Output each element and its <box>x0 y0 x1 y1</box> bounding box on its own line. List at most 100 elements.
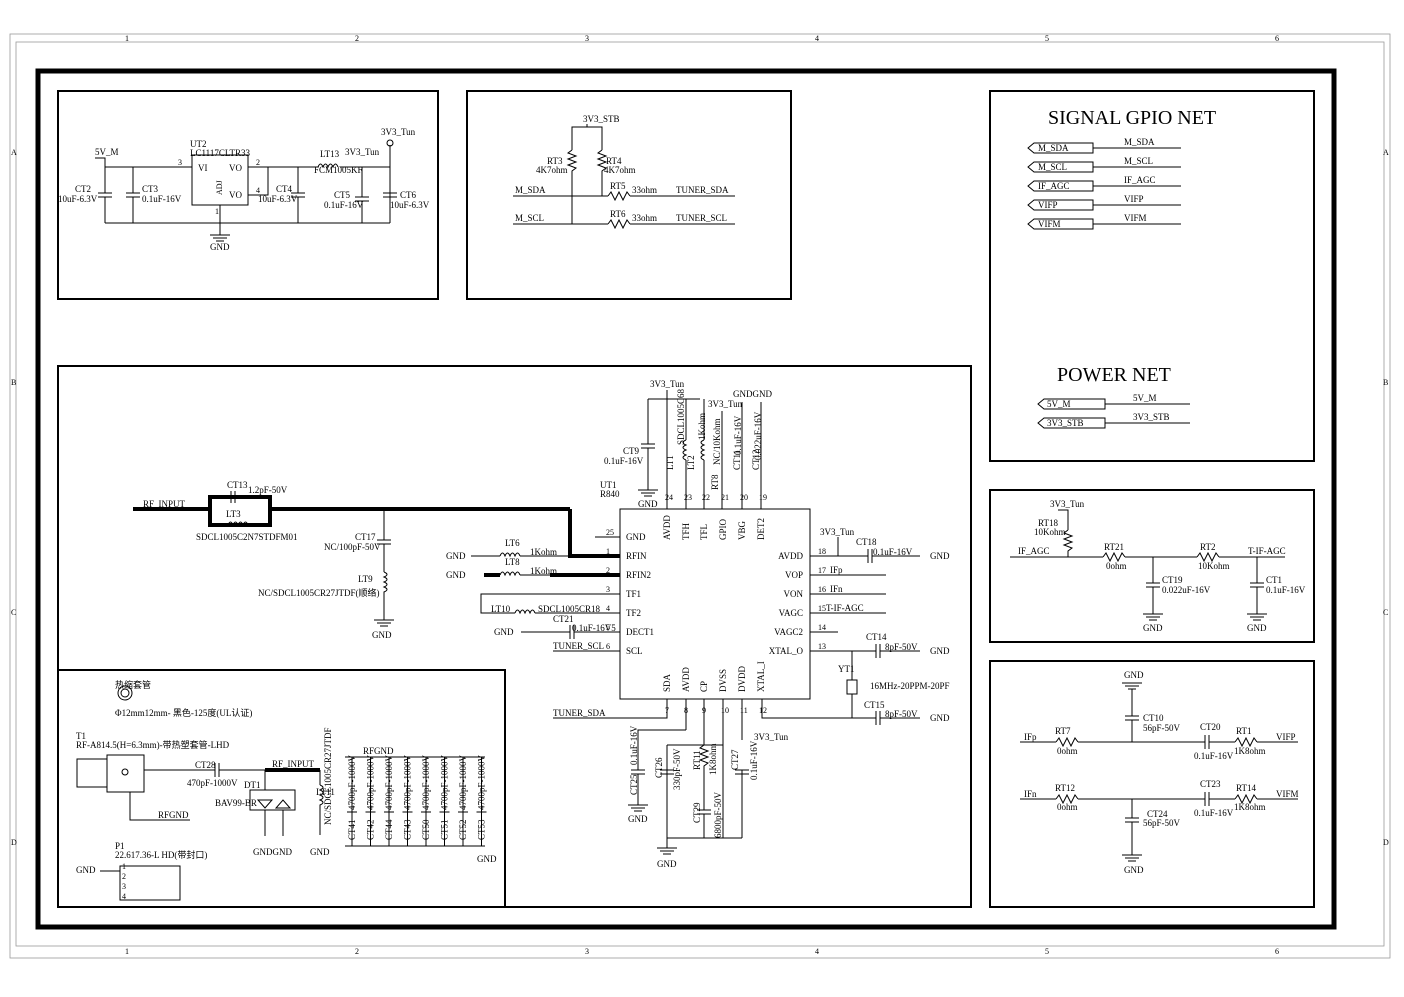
lt6-inductor[interactable] <box>499 552 521 558</box>
grid-row-right: C <box>1383 608 1388 617</box>
ic-pin-top-name: VBG <box>737 520 747 540</box>
ct3-val: 0.1uF-16V <box>142 194 182 204</box>
dt1-diode-b[interactable] <box>274 799 292 809</box>
ut1-ic[interactable] <box>619 508 811 700</box>
ic-pin-bottom-name: XTAL_I <box>756 661 766 692</box>
ct18-gnd: GND <box>930 551 950 561</box>
ct10-val: 56pF-50V <box>1143 723 1181 733</box>
ic-pin-left-name: TF1 <box>626 589 641 599</box>
cap-array-ref: CT43 <box>403 819 413 840</box>
if-gnd-bot: GND <box>1124 865 1144 875</box>
dt1-diode-a[interactable] <box>256 799 274 809</box>
cap-array-ref: CT41 <box>347 819 357 840</box>
cap-array-val: 4700pF-1000V <box>366 754 376 810</box>
cap-array-ref: CT52 <box>458 819 468 840</box>
lt9-ref: LT9 <box>358 574 373 584</box>
ct5-val: 0.1uF-16V <box>324 200 364 210</box>
lt1-inductor[interactable] <box>682 439 688 461</box>
ct12-ref: CT12 <box>751 449 761 470</box>
rt1-resistor[interactable] <box>1234 736 1258 748</box>
p1-gnd: GND <box>76 865 96 875</box>
ic-pin-left-name: TF2 <box>626 608 641 618</box>
ut2-pin1: 1 <box>215 207 219 216</box>
lt13-inductor[interactable] <box>317 163 339 169</box>
cap-ct5[interactable] <box>355 167 369 223</box>
ct27-val: 0.1uF-16V <box>749 740 759 780</box>
ic-pin-top-num: 19 <box>759 493 767 502</box>
gpio-port-label: M_SDA <box>1038 143 1069 153</box>
sda-wire <box>553 699 668 719</box>
cap-ct24[interactable] <box>1122 799 1142 862</box>
lt3-inductor[interactable] <box>227 521 249 527</box>
rt2-resistor[interactable] <box>1196 551 1220 563</box>
p1-pin2: 2 <box>122 872 126 881</box>
rt7-resistor[interactable] <box>1055 736 1079 748</box>
rt6-resistor[interactable] <box>607 218 631 230</box>
tuner-sda-net: TUNER_SDA <box>553 708 606 718</box>
cap-ct2[interactable] <box>98 167 112 223</box>
p1-connector[interactable] <box>119 865 181 901</box>
cap-ct4[interactable] <box>291 167 305 223</box>
lt8-gnd: GND <box>446 570 466 580</box>
lt11-inductor[interactable] <box>318 784 324 835</box>
gpio-box <box>989 90 1315 462</box>
ic-pin-top-name: TFH <box>681 522 691 540</box>
yt1-crystal[interactable] <box>846 679 858 695</box>
ic-pin-left-name: GND <box>626 532 646 542</box>
gpio-net-label: VIFM <box>1124 213 1147 223</box>
heat-title: 热缩套管 <box>115 679 151 690</box>
ic-pin-top-name: TFL <box>699 524 709 540</box>
lt8-val: 1Kohm <box>530 566 557 576</box>
ic-pin-left-num: 3 <box>606 585 610 594</box>
rt2-ref: RT2 <box>1200 542 1215 552</box>
rt12-ref: RT12 <box>1055 783 1075 793</box>
ic-pin-right-name: XTAL_O <box>769 646 804 656</box>
lt8-inductor[interactable] <box>499 571 521 577</box>
power-regulator-block: UT2 LC1117CLTR33 VI VO VO ADJ 3 2 4 1 GN… <box>57 90 439 300</box>
ut2-pin-vo2: VO <box>229 190 242 200</box>
lt11-ref: LT11 <box>316 787 335 797</box>
rt18-val: 10Kohm <box>1034 527 1066 537</box>
rf-lt11-gnd: GND <box>310 847 330 857</box>
i2c-m-sda: M_SDA <box>515 185 546 195</box>
lt6-val: 1Kohm <box>530 547 557 557</box>
rt21-resistor[interactable] <box>1102 551 1126 563</box>
rt11-resistor[interactable] <box>698 744 710 790</box>
rt8-val: NC/10Kohm <box>712 418 722 465</box>
lt2-inductor[interactable] <box>700 439 706 461</box>
ut2-part: LC1117CLTR33 <box>190 148 251 158</box>
rt12-resistor[interactable] <box>1055 793 1079 805</box>
rt11-ref: RT11 <box>692 750 702 770</box>
cap-ct19[interactable] <box>1143 557 1163 621</box>
ct24-val: 56pF-50V <box>1143 818 1181 828</box>
rt5-val: 33ohm <box>632 185 657 195</box>
rt4-resistor[interactable] <box>596 149 608 196</box>
t1-connector[interactable] <box>106 754 145 793</box>
cap-ct1[interactable] <box>1247 557 1267 621</box>
ct28-ref: CT28 <box>195 760 216 770</box>
ct15-ref: CT15 <box>864 700 885 710</box>
ic-pin-left-name: SCL <box>626 646 643 656</box>
cap-array-val: 4700pF-1000V <box>347 754 357 810</box>
ic-pin-bottom-name: SDA <box>662 673 672 692</box>
cap-ct10[interactable] <box>1125 689 1139 742</box>
if-vifm: VIFM <box>1276 789 1299 799</box>
rt18-resistor[interactable] <box>1062 529 1074 557</box>
cap-ct3[interactable] <box>126 167 140 223</box>
grid-col-bottom: 6 <box>1275 947 1279 956</box>
rt14-resistor[interactable] <box>1234 793 1258 805</box>
lt10-inductor[interactable] <box>514 609 536 615</box>
rt5-resistor[interactable] <box>607 190 631 202</box>
net-5v: 5V_M <box>95 147 119 157</box>
rt21-ref: RT21 <box>1104 542 1124 552</box>
cap-array-ref: CT44 <box>384 819 394 840</box>
rt3-resistor[interactable] <box>566 149 578 196</box>
heat-desc: Φ12mm12mm- 黑色-125度(UL认证) <box>115 707 252 718</box>
t1-body <box>76 758 108 788</box>
lt9-inductor[interactable] <box>382 571 388 620</box>
ct15-val: 8pF-50V <box>885 709 918 719</box>
tuner-box <box>57 365 972 908</box>
grid-row-left: C <box>11 608 16 617</box>
cap-array-ref: CT51 <box>440 819 450 840</box>
